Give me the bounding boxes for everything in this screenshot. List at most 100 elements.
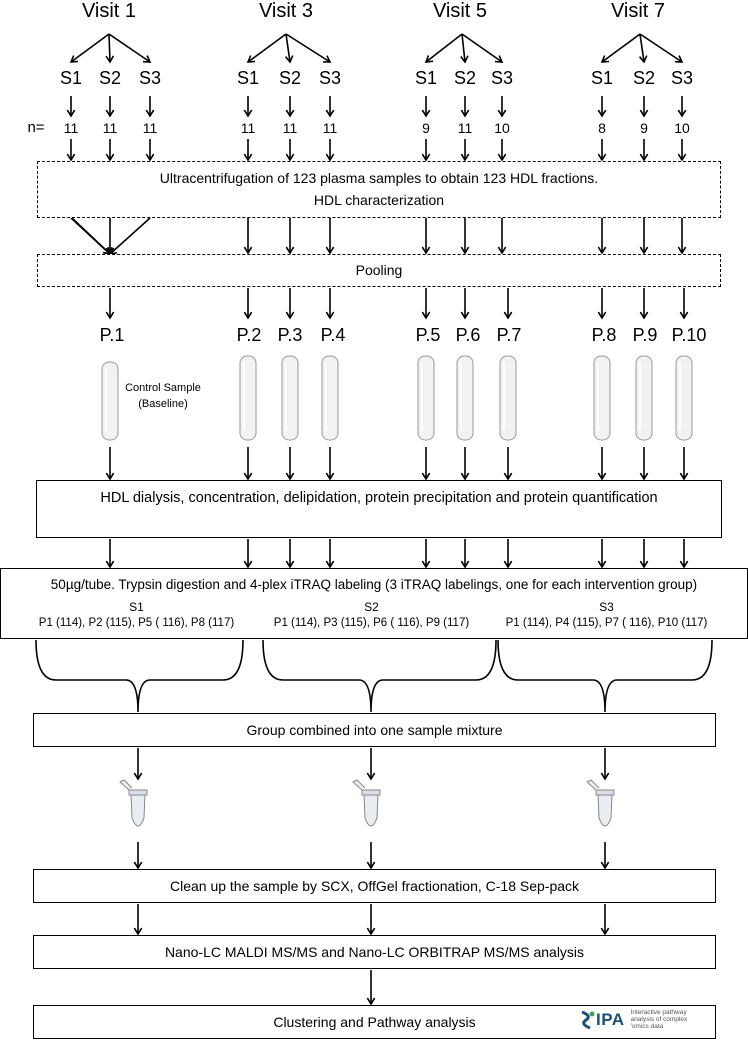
ipa-logo-text: IPA (596, 1009, 625, 1029)
dialysis-label: HDL dialysis, concentration, delipidatio… (100, 490, 658, 506)
ms-analysis-step: Nano-LC MALDI MS/MS and Nano-LC ORBITRAP… (33, 935, 716, 969)
visit-3-s2: S2 (278, 68, 302, 88)
ultracentrifugation-step: Ultracentrifugation of 123 plasma sample… (37, 161, 721, 218)
control-sample-line1: Control Sample (125, 382, 201, 394)
arrow-head-30 (325, 153, 335, 162)
control-sample-line2: (Baseline) (138, 398, 188, 410)
arrow-head-31 (421, 153, 431, 162)
arrow-head-59 (679, 311, 689, 320)
pooling-step: Pooling (37, 254, 721, 287)
arrow-head-29 (285, 153, 295, 162)
arrow-head-23 (639, 109, 649, 118)
arrow-head-34 (597, 153, 607, 162)
arrow-head-11 (638, 55, 648, 64)
itraq-labeling-step: 50µg/tube. Trypsin digestion and 4-plex … (0, 568, 748, 639)
n-visit1-s1: 11 (63, 120, 79, 136)
pool-label-4: P.4 (320, 325, 346, 345)
arrow-head-89 (366, 997, 376, 1006)
visit-5-label: Visit 5 (432, 0, 488, 22)
visit-7-s2: S2 (632, 68, 656, 88)
arrow-head-50 (105, 311, 115, 320)
pathway-step: Clustering and Pathway analysis (33, 1005, 716, 1039)
visit-3-label: Visit 3 (258, 0, 314, 22)
group-s1-detail: P1 (114), P2 (115), P5 ( 116), P8 (117) (38, 617, 235, 629)
visit-5-s3: S3 (490, 68, 514, 88)
arrow-head-78 (639, 560, 649, 569)
arrow-line-10 (601, 33, 641, 63)
arrow-head-4 (246, 55, 256, 63)
visit-3-s1: S1 (236, 68, 260, 88)
visit-7-label: Visit 7 (610, 0, 666, 22)
n-visit5-s3: 10 (494, 120, 510, 136)
vial-lid-3 (586, 779, 600, 791)
arrow-head-79 (679, 560, 689, 569)
itraq-labeling-title: 50µg/tube. Trypsin digestion and 4-plex … (50, 577, 698, 592)
arrow-head-47 (597, 246, 607, 255)
n-visit7-s1: 8 (598, 120, 606, 136)
arrow-head-85 (600, 861, 610, 870)
arrow-head-70 (105, 560, 115, 569)
test-tube-4-icon (321, 355, 339, 441)
arrow-line-9 (461, 33, 503, 63)
group-brace-3 (497, 639, 713, 713)
pool-label-9: P.9 (632, 325, 658, 345)
arrow-head-2 (105, 55, 115, 64)
ipa-logo: IPA Interactive pathway analysis of comp… (580, 1009, 703, 1030)
arrow-head-44 (421, 246, 431, 255)
test-tube-3-icon (281, 355, 299, 441)
pool-label-5: P.5 (415, 325, 441, 345)
arrow-head-65 (460, 472, 470, 481)
combine-label: Group combined into one sample mixture (246, 722, 503, 738)
arrow-head-82 (600, 772, 610, 781)
combine-step: Group combined into one sample mixture (33, 713, 716, 747)
arrow-head-76 (503, 560, 513, 569)
group-s3-detail: P1 (114), P4 (115), P7 ( 116), P10 (117) (505, 617, 708, 629)
vial-1-icon (130, 793, 146, 827)
visit-5-s1: S1 (414, 68, 438, 88)
n-visit1-s3: 11 (142, 120, 158, 136)
vial-lid-2 (352, 779, 366, 791)
arrow-line-5 (285, 33, 291, 63)
arrow-head-43 (325, 246, 335, 255)
test-tube-6-icon (456, 355, 474, 441)
arrow-head-6 (322, 55, 332, 63)
arrow-head-10 (600, 55, 610, 63)
arrow-head-36 (677, 153, 687, 162)
arrow-head-58 (639, 311, 649, 320)
arrow-head-87 (366, 927, 376, 936)
arrow-line-40 (71, 217, 111, 255)
arrow-head-66 (503, 472, 513, 481)
arrow-head-46 (497, 246, 507, 255)
arrow-line-4 (247, 33, 287, 63)
visit-1-s1: S1 (59, 68, 83, 88)
visit-1-s2: S2 (98, 68, 122, 88)
ipa-logo-mark-icon (581, 1010, 595, 1029)
arrow-head-71 (243, 560, 253, 569)
group-s2-detail: P1 (114), P3 (115), P6 ( 116), P9 (117) (273, 617, 470, 629)
arrow-head-86 (133, 927, 143, 936)
arrow-head-35 (639, 153, 649, 162)
arrow-head-80 (133, 772, 143, 781)
n-visit7-s2: 9 (640, 120, 648, 136)
pool-label-6: P.6 (455, 325, 481, 345)
arrow-head-25 (66, 153, 76, 162)
arrow-head-56 (503, 311, 513, 320)
arrow-head-21 (497, 109, 507, 118)
ms-analysis-label: Nano-LC MALDI MS/MS and Nano-LC ORBITRAP… (164, 944, 585, 960)
group-s1-name: S1 (129, 600, 144, 614)
vial-cap-1 (128, 789, 148, 796)
arrow-head-42 (285, 246, 295, 255)
arrow-head-83 (133, 861, 143, 870)
arrow-head-74 (421, 560, 431, 569)
n-visit5-s2: 11 (457, 120, 473, 136)
arrow-head-20 (460, 109, 470, 118)
pooling-label: Pooling (355, 262, 403, 278)
visit-7-s1: S1 (590, 68, 614, 88)
pool-label-2: P.2 (236, 325, 262, 345)
pool-label-1: P.1 (99, 325, 125, 345)
test-tube-2-icon (239, 355, 257, 441)
test-tube-10-icon (675, 355, 693, 441)
arrow-head-75 (460, 560, 470, 569)
test-tube-1-icon (101, 361, 119, 441)
arrow-line-2 (108, 33, 111, 63)
